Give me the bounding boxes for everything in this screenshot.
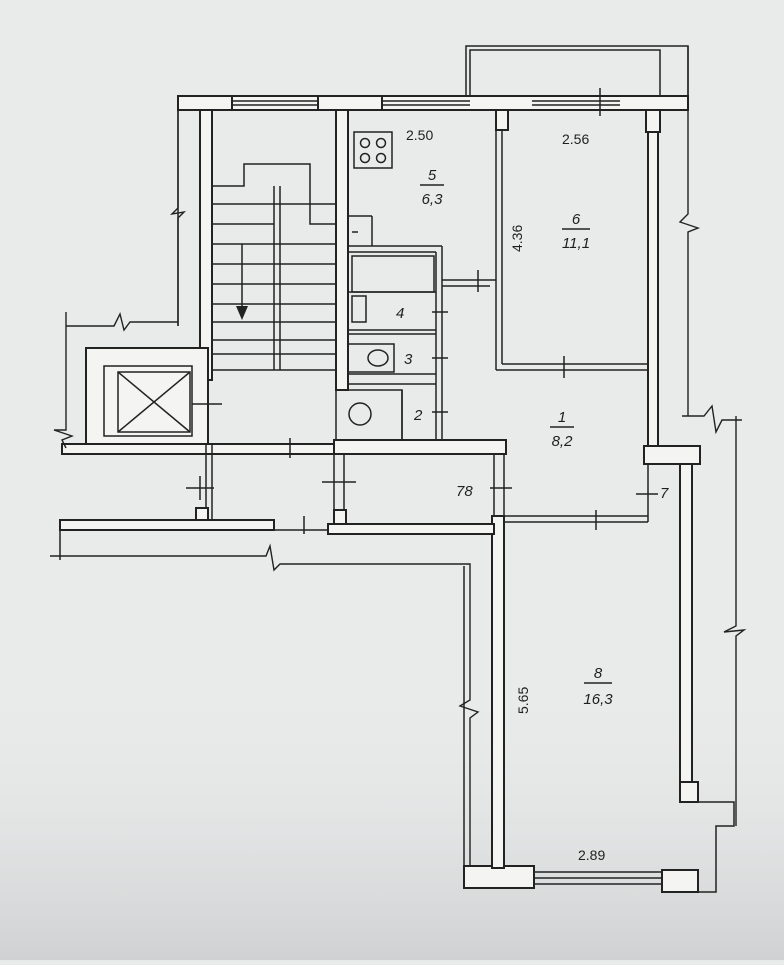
room8-width: 2.89 (578, 847, 605, 863)
room6-depth: 4.36 (509, 225, 525, 252)
room4-number: 4 (396, 305, 404, 322)
room78-number: 78 (456, 483, 473, 500)
room5-area: 6,3 (422, 191, 444, 208)
room1-number: 1 (558, 409, 566, 426)
room6-number: 6 (572, 211, 581, 228)
shadow-area (0, 680, 784, 960)
room-labels: 2.50 5 6,3 2.56 4.36 6 11,1 4 3 2 1 8,2 … (396, 127, 669, 863)
room8-area: 16,3 (583, 691, 613, 708)
elevator-icon (103, 365, 193, 437)
room6-width: 2.56 (562, 131, 589, 147)
room8-number: 8 (594, 665, 603, 682)
toilet-icon (347, 343, 395, 373)
dimension-lines (50, 46, 747, 866)
room6-area: 11,1 (562, 235, 590, 252)
stair-block (59, 95, 495, 560)
room3-number: 3 (404, 351, 413, 368)
stove-icon (353, 131, 393, 169)
room2-number: 2 (413, 407, 423, 424)
washer-icon (335, 389, 403, 441)
apartment-walls (333, 88, 661, 530)
room7-number: 7 (660, 485, 669, 502)
room8-depth: 5.65 (515, 687, 531, 714)
sink-icon (351, 295, 367, 323)
room5-number: 5 (428, 167, 437, 184)
stair-arrow-icon (236, 306, 248, 320)
outer-walls (177, 45, 735, 893)
room5-width: 2.50 (406, 127, 433, 143)
room1-area: 8,2 (552, 433, 574, 450)
